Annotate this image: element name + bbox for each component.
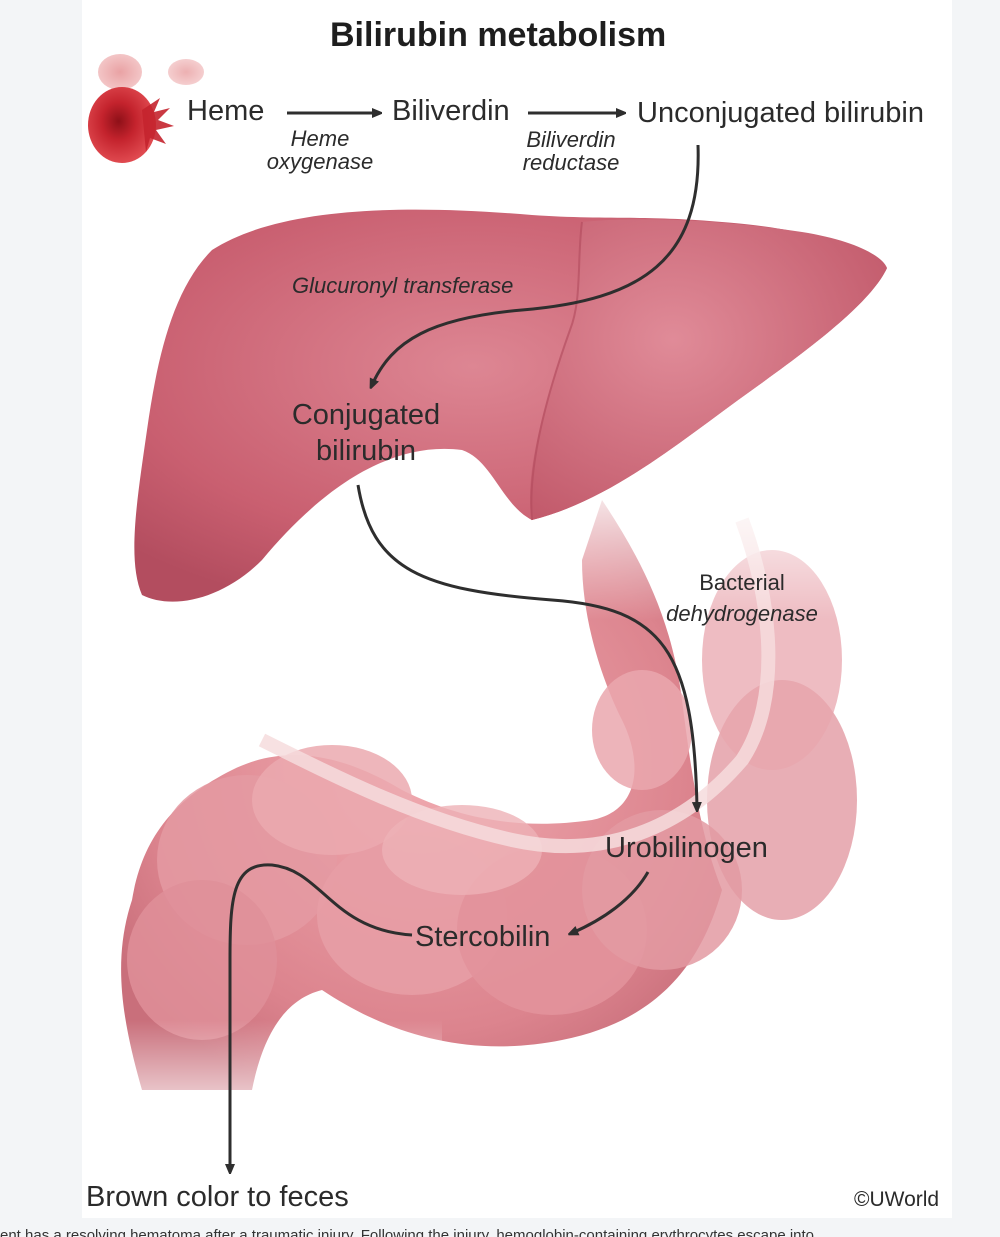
red-blood-cells: [88, 54, 204, 163]
label-urobilinogen: Urobilinogen: [605, 832, 768, 864]
label-brown-color-to-feces: Brown color to feces: [86, 1181, 349, 1213]
label-heme-oxygenase: Heme oxygenase: [266, 126, 374, 175]
faint-rbc-right: [168, 59, 204, 85]
rbc-main: [88, 87, 156, 163]
rbc-lysed-fragments: [142, 98, 174, 152]
copyright-label: ©UWorld: [854, 1188, 940, 1211]
label-glucuronyl-transferase: Glucuronyl transferase: [292, 273, 514, 298]
caption-text: ent has a resolving hematoma after a tra…: [0, 1227, 815, 1237]
bilirubin-metabolism-figure: Bilirubin metabolism Heme Heme oxygenase…: [82, 0, 952, 1218]
label-stercobilin: Stercobilin: [415, 921, 551, 953]
label-biliverdin-reductase: Biliverdin reductase: [522, 127, 620, 176]
label-heme: Heme: [187, 95, 265, 127]
liver-illustration: [134, 209, 887, 602]
label-biliverdin: Biliverdin: [392, 95, 510, 127]
colon-illustration: [112, 470, 857, 1140]
arrow-conjugated-to-urobilinogen: [356, 484, 697, 808]
label-bacterial-dehydrogenase: Bacterial dehydrogenase: [666, 570, 818, 626]
label-unconjugated-bilirubin: Unconjugated bilirubin: [637, 97, 924, 129]
arrow-stercobilin-to-feces: [230, 863, 413, 1170]
figure-title: Bilirubin metabolism: [330, 16, 667, 54]
arrow-urobilinogen-to-stercobilin: [572, 871, 650, 933]
label-conjugated-bilirubin: Conjugated bilirubin: [291, 399, 441, 468]
question-text-partial: ent has a resolving hematoma after a tra…: [0, 1222, 1000, 1237]
arrow-unconjugated-to-conjugated: [372, 144, 700, 385]
faint-rbc-back: [98, 54, 142, 90]
diagram-artwork: [88, 54, 887, 1218]
liver-right-lobe: [530, 219, 887, 520]
